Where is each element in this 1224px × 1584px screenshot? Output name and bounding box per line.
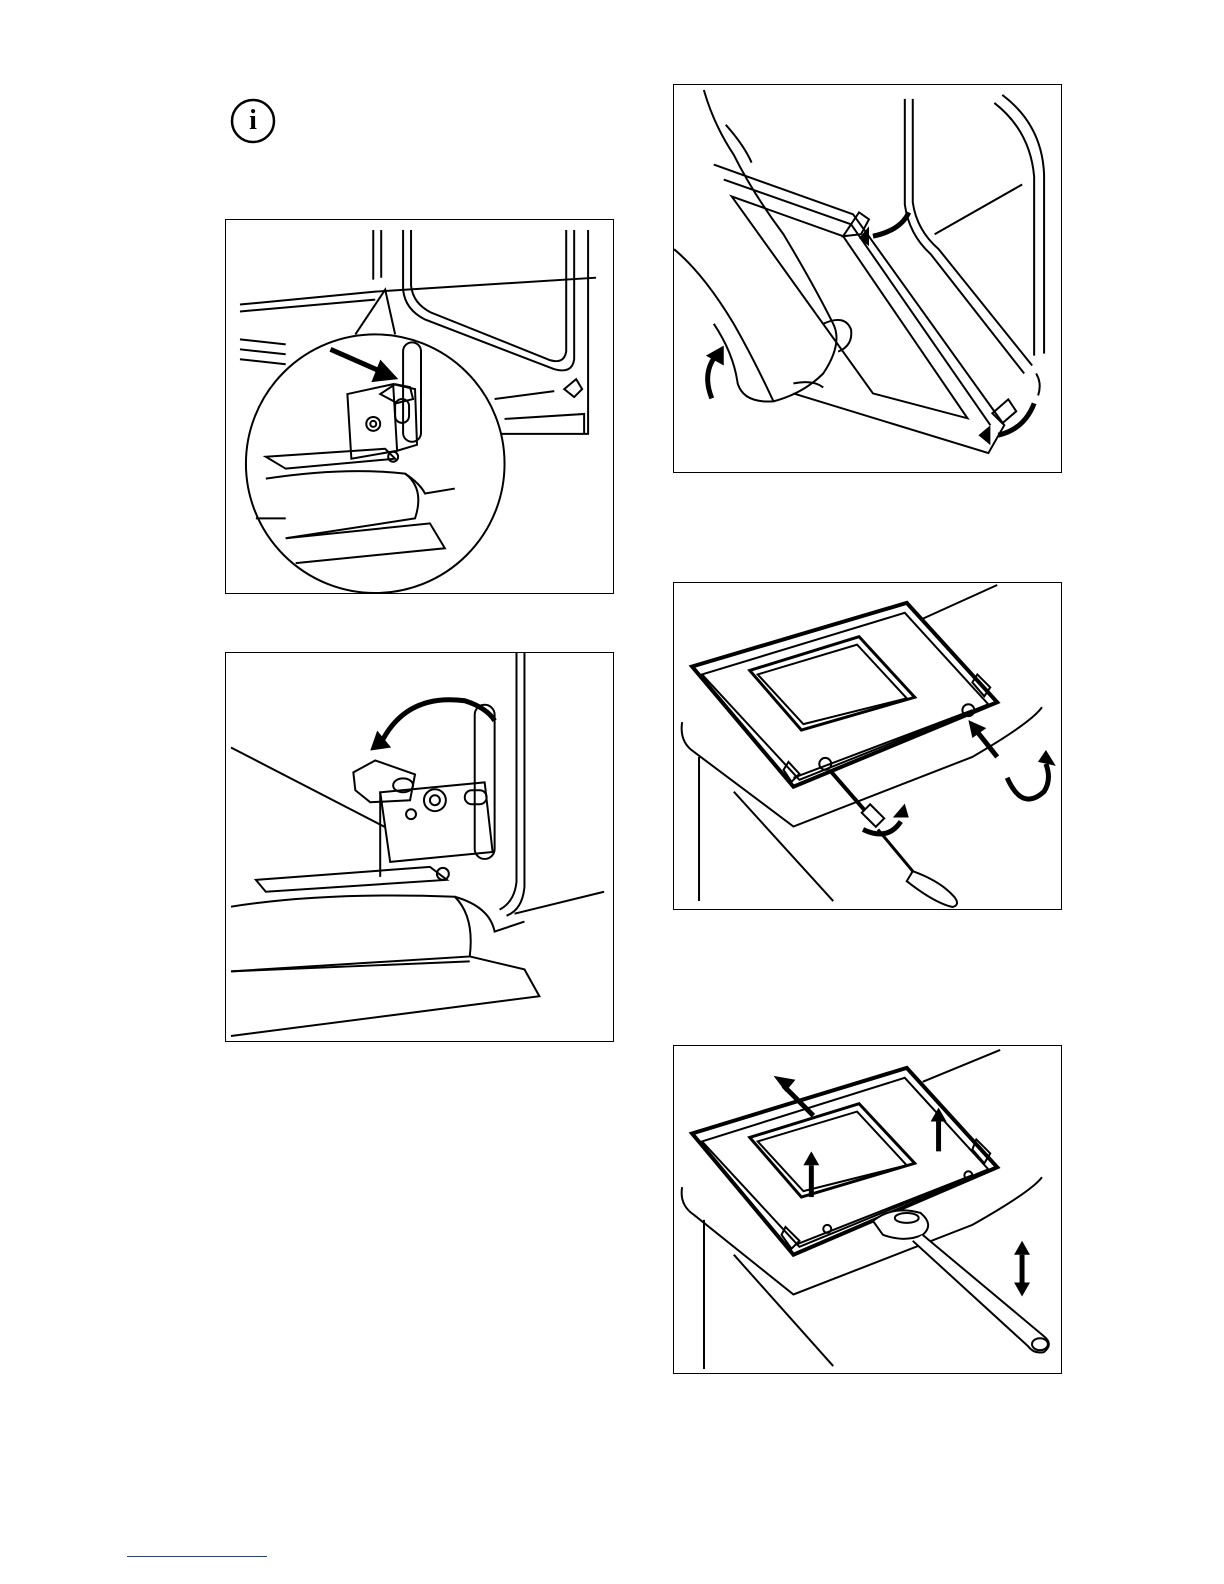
figure-glass-panel-removal	[673, 1045, 1062, 1374]
door-removal-illustration	[674, 85, 1061, 472]
glass-panel-lift-illustration	[674, 1046, 1061, 1373]
figure-hinge-lever-closeup	[225, 219, 614, 594]
footer-rule	[127, 1556, 267, 1557]
figure-hinge-lever-rotate	[225, 652, 614, 1042]
info-glyph: i	[229, 97, 277, 145]
hinge-lever-press-illustration	[226, 220, 613, 593]
figure-door-lift-off	[673, 84, 1062, 473]
figure-door-screws-loosen	[673, 582, 1062, 910]
screwdriver-illustration	[674, 583, 1061, 909]
hinge-lever-rotate-illustration	[226, 653, 613, 1041]
info-icon: i	[229, 97, 277, 145]
